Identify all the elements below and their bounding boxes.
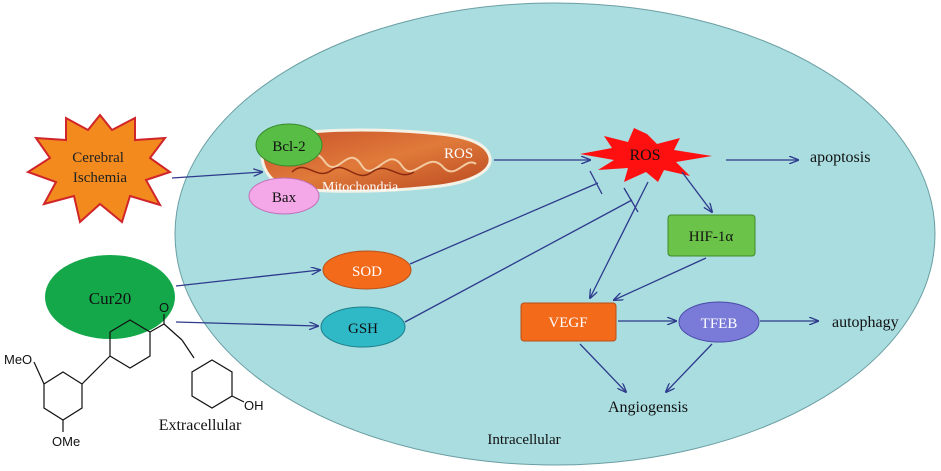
mitochondria-label: Mitochondria [322,180,399,195]
mito-ros-label: ROS [444,146,473,162]
ros-star [580,128,712,182]
arrow-ischemia-to-mito [171,172,262,179]
arrow-ros-to-hif1a [681,171,712,212]
autophagy-label: autophagy [832,314,899,331]
cerebral-ischemia-line1: Cerebral [72,150,124,166]
hif1a-node [667,214,756,257]
oh-label: OH [244,398,264,413]
angiogenesis-label: Angiogensis [608,399,688,416]
cerebral-ischemia-label: Cerebral Ischemia [72,150,127,186]
gsh-node [320,306,406,348]
hif1a-label: HIF-1α [689,229,734,245]
cerebral-ischemia-line2: Ischemia [73,170,127,186]
cur20-structure [33,314,245,432]
inhibit-sod-to-ros-bar [589,170,603,195]
cur20-label: Cur20 [89,289,132,308]
bcl2-node [255,123,323,167]
arrow-vegf-to-angiogenesis [579,343,626,392]
tfeb-label: TFEB [701,316,738,332]
meo-label: MeO [4,352,32,367]
vegf-node [520,302,617,342]
inhibit-gsh-to-ros-bar [623,187,639,213]
vegf-label: VEGF [548,315,587,331]
intracellular-label: Intracellular [487,432,560,448]
sod-label: SOD [352,264,382,280]
cerebral-ischemia-star [25,113,173,224]
arrow-cur20-to-sod [175,270,320,287]
inhibit-sod-to-ros [409,182,599,265]
gsh-label: GSH [348,321,378,337]
arrows [171,160,818,392]
extracellular-label: Extracellular [159,417,242,434]
ome-label: OMe [52,434,80,449]
bax-node [248,177,320,215]
arrow-tfeb-to-angiogenesis [666,343,713,392]
arrow-hif1a-to-vegf [614,257,707,300]
tfeb-node [678,301,760,343]
cur20-node [45,255,175,339]
cell-ellipse [174,2,936,466]
arrow-cur20-to-gsh [175,321,318,326]
bax-label: Bax [272,190,297,206]
sod-node [322,250,412,290]
inhibit-gsh-to-ros [404,199,633,323]
bcl2-label: Bcl-2 [272,139,305,155]
ros-label: ROS [629,147,660,164]
arrow-ros-to-vegf [590,181,649,298]
carbonyl-o-label: O [159,300,169,315]
apoptosis-label: apoptosis [810,149,870,166]
